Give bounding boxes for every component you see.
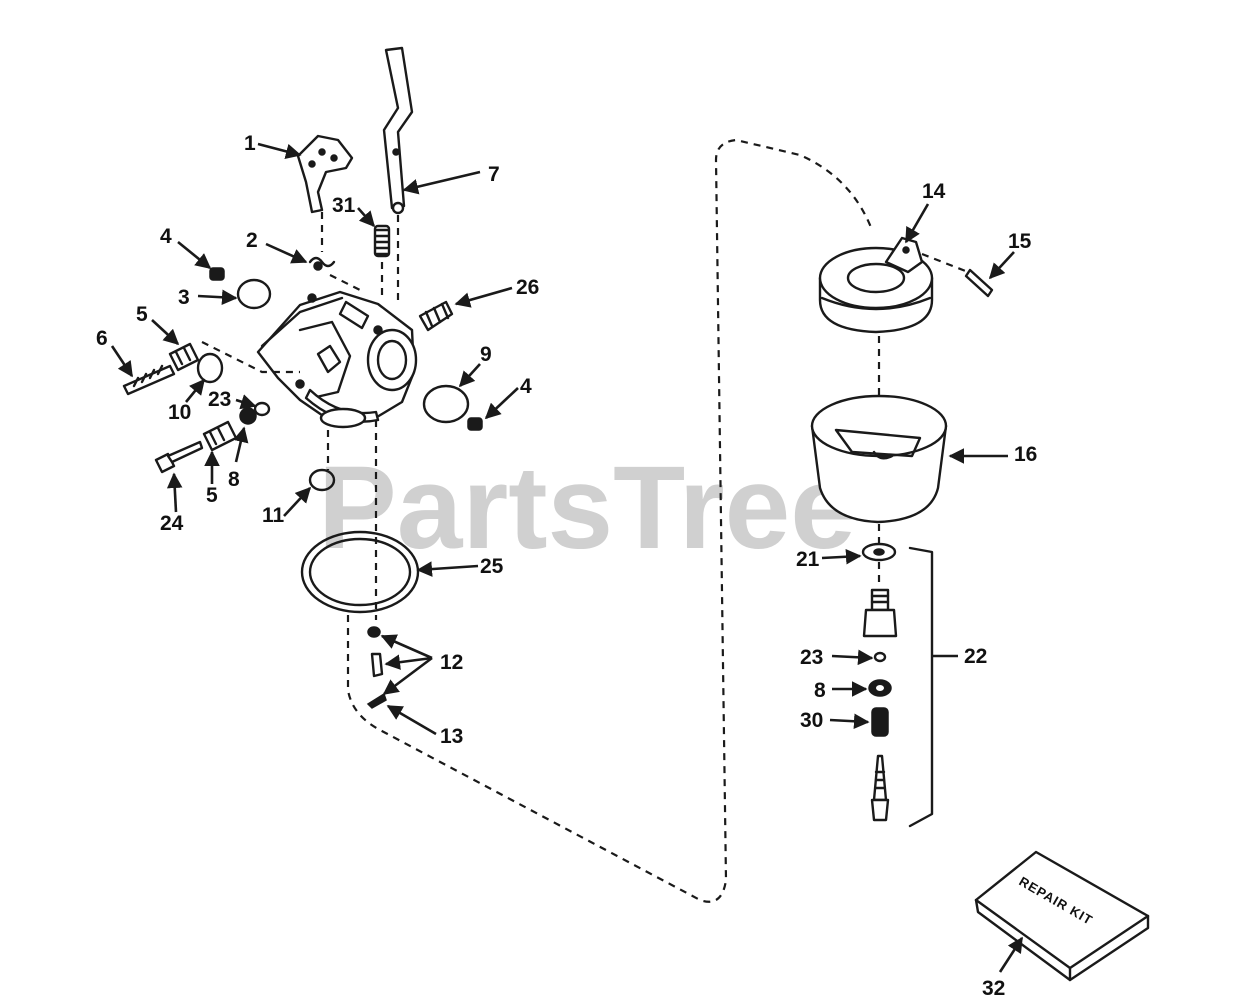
callout-12: 12 [440, 651, 463, 674]
callout-16: 16 [1014, 443, 1037, 466]
seal-8-left [239, 407, 257, 425]
callout-25: 25 [480, 555, 504, 578]
callout-10: 10 [168, 401, 191, 424]
callout-22: 22 [964, 645, 987, 668]
callout-8-right: 8 [814, 679, 826, 702]
gasket-10 [196, 352, 224, 384]
callout-30: 30 [800, 709, 823, 732]
callout-21: 21 [796, 548, 820, 571]
callout-6: 6 [96, 327, 108, 350]
float-pin-15 [964, 268, 994, 298]
callout-11: 11 [262, 504, 285, 527]
float-14 [818, 236, 934, 334]
callout-1: 1 [244, 132, 256, 155]
callout-15: 15 [1008, 230, 1032, 253]
callout-26: 26 [516, 276, 539, 299]
callout-5-top: 5 [136, 303, 148, 326]
o-ring-11 [308, 468, 336, 492]
needle-6 [122, 364, 176, 396]
repair-kit-32: REPAIR KIT [974, 850, 1150, 982]
callout-4-top: 4 [160, 225, 172, 248]
callout-23-left: 23 [208, 388, 231, 411]
screw-4-right [467, 417, 483, 431]
callout-numbers: 1 7 31 4 2 3 26 5 6 9 4 10 23 8 5 24 11 … [96, 132, 1037, 1000]
mixture-needle [870, 754, 890, 822]
watermark: PartsTree [318, 442, 856, 574]
callout-32: 32 [982, 977, 1005, 1000]
screw-4-top [209, 267, 225, 281]
callout-13: 13 [440, 725, 463, 748]
seal-8-right [868, 679, 892, 697]
callout-31: 31 [332, 194, 356, 217]
callout-14: 14 [922, 180, 946, 203]
callout-24: 24 [160, 512, 184, 535]
align-line-left-6 [201, 341, 300, 374]
spring-30 [871, 707, 889, 737]
spring-31 [373, 224, 391, 258]
align-line-left-7 [329, 274, 361, 291]
callout-3: 3 [178, 286, 190, 309]
callout-23-right: 23 [800, 646, 823, 669]
washer-21 [861, 542, 897, 562]
carburetor-body [256, 290, 418, 429]
adjust-screw-24 [154, 440, 204, 474]
float-bowl-16 [810, 394, 948, 524]
fitting-26 [418, 300, 454, 332]
callout-4-right: 4 [520, 375, 532, 398]
bracket-22 [908, 546, 934, 828]
callout-8-left: 8 [228, 468, 240, 491]
throttle-link [382, 46, 414, 215]
callout-7: 7 [488, 163, 500, 186]
callout-5-lower: 5 [206, 484, 218, 507]
inlet-needle-12 [367, 626, 384, 678]
bowl-nut [862, 588, 898, 638]
assembly-dashed-loop [346, 138, 874, 903]
fitting-5-lower [202, 420, 238, 452]
float-pin-13 [366, 692, 387, 709]
spring-2 [308, 256, 336, 271]
plate-9 [422, 384, 470, 424]
callout-2: 2 [246, 229, 258, 252]
callout-9: 9 [480, 343, 492, 366]
plate-3 [236, 278, 272, 310]
fitting-5-top [168, 342, 200, 372]
washer-23-right [873, 651, 887, 663]
leader-lines [110, 142, 1024, 973]
align-line-pin [921, 252, 969, 274]
washer-23-left [253, 401, 271, 417]
choke-lever [296, 134, 354, 214]
